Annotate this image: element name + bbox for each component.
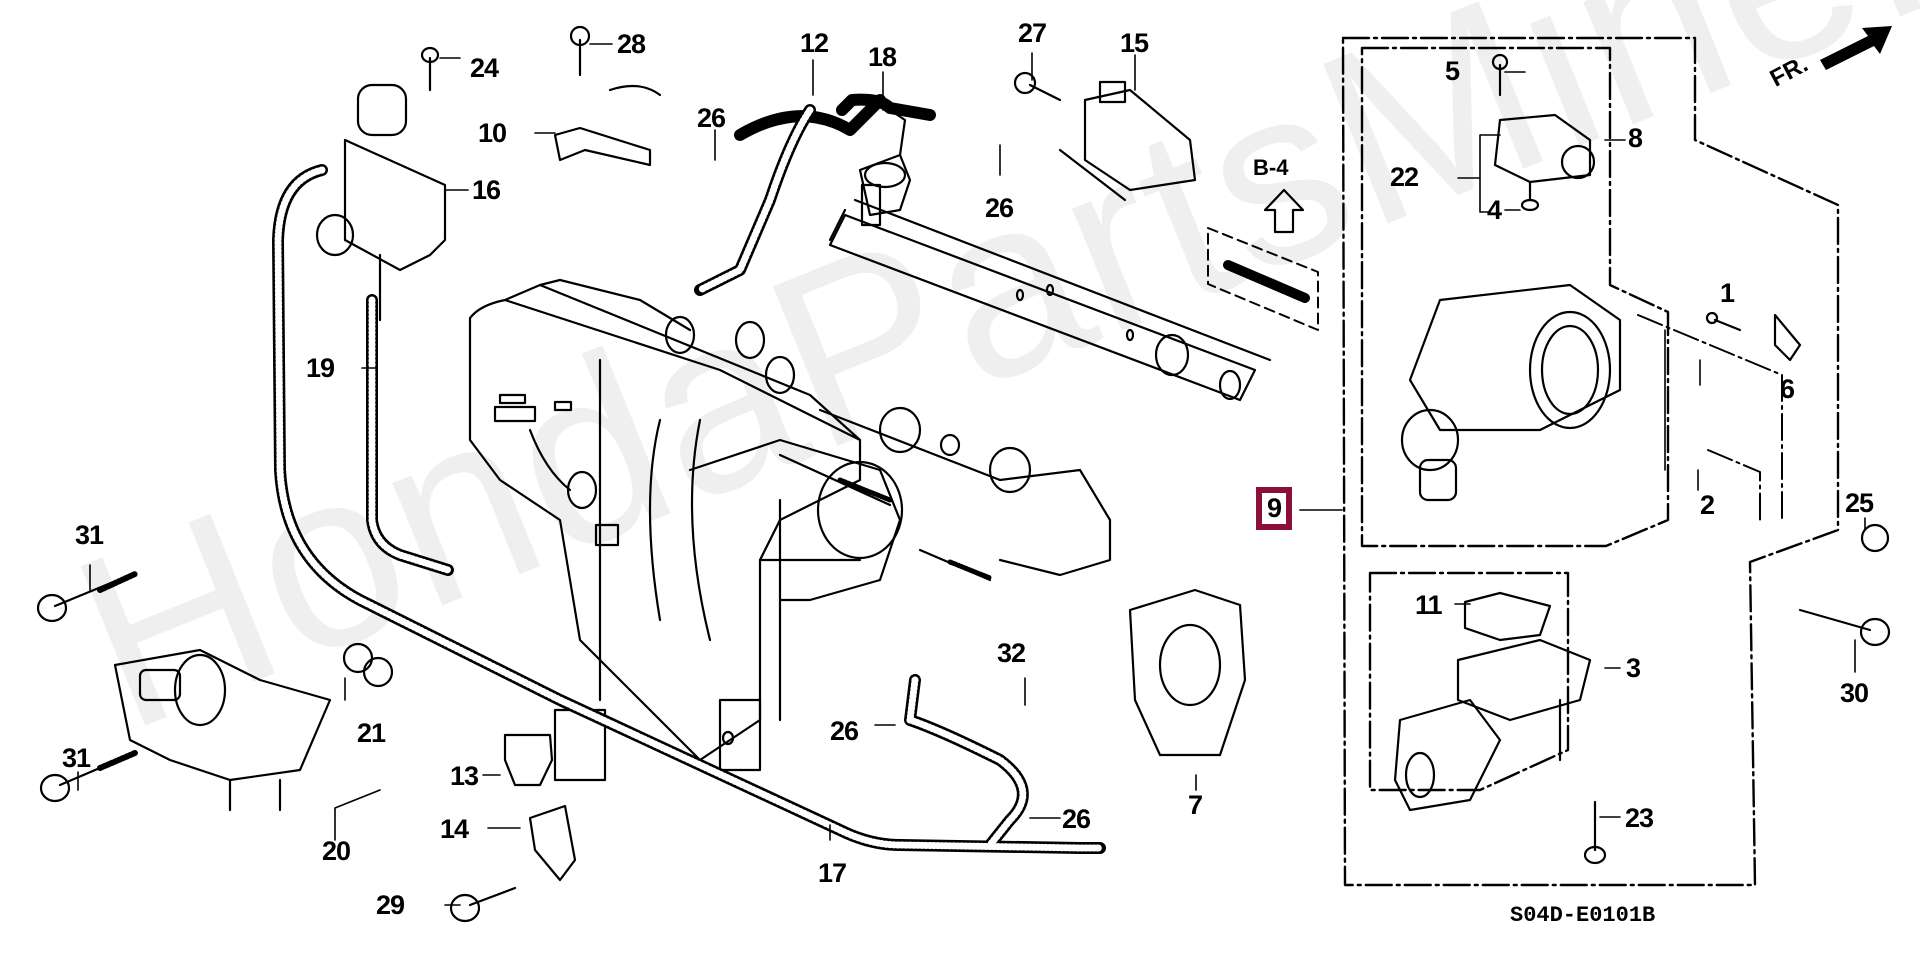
hose-drawings [272,93,1106,854]
eacv-drawing [113,648,332,812]
fuel-rail-drawing [828,198,1272,402]
bolt-drawings [36,25,1891,923]
iacv-drawing [1393,638,1592,812]
callout-8[interactable]: 8 [1628,123,1643,153]
callout-24[interactable]: 24 [470,53,499,83]
callout-32[interactable]: 32 [997,638,1026,668]
throttle-gasket-drawing [1128,588,1247,757]
bracket-drawing [553,84,662,167]
callout-25[interactable]: 25 [1845,488,1874,518]
group-box-throttle-assembly [1341,36,1840,887]
map-switch-drawing [1058,80,1197,202]
group-box-throttle-body [1360,46,1670,548]
gasket-drawing [1463,591,1552,642]
callout-26-top-mid[interactable]: 26 [985,193,1014,223]
callout-10[interactable]: 10 [478,118,507,148]
hose-inner [274,106,1104,852]
callout-6[interactable]: 6 [1780,374,1795,404]
diagram-code: S04D-E0101B [1510,903,1656,928]
callout-13[interactable]: 13 [450,761,479,791]
callout-19[interactable]: 19 [306,353,335,383]
sensor-drawing [1493,113,1596,212]
callout-31-lower[interactable]: 31 [62,743,91,773]
reference-label: B-4 [1253,155,1289,180]
callout-30[interactable]: 30 [1840,678,1869,708]
callout-14[interactable]: 14 [440,814,469,844]
callout-20[interactable]: 20 [322,836,351,866]
callout-11[interactable]: 11 [1415,590,1443,620]
callout-4[interactable]: 4 [1487,195,1502,225]
callout-7[interactable]: 7 [1188,790,1203,820]
callout-29[interactable]: 29 [376,890,405,920]
group-box-reference [1207,227,1319,331]
callout-5[interactable]: 5 [1445,56,1460,86]
callout-26-bottom-right[interactable]: 26 [1062,804,1091,834]
front-arrow-icon [1820,26,1892,70]
callout-23[interactable]: 23 [1625,803,1654,833]
callout-27[interactable]: 27 [1018,18,1047,48]
leader-lines [77,43,1866,906]
callout-26-top-left[interactable]: 26 [697,103,726,133]
callout-2[interactable]: 2 [1700,490,1715,520]
callout-1[interactable]: 1 [1720,278,1735,308]
callout-18[interactable]: 18 [868,42,897,72]
callout-17[interactable]: 17 [818,858,847,888]
callout-26-bottom-left[interactable]: 26 [830,716,859,746]
callout-15[interactable]: 15 [1120,28,1149,58]
group-box-iacv [1368,571,1570,792]
group-box-sensor-kit [1637,314,1783,521]
intake-manifold-drawing [468,278,1112,782]
callout-28[interactable]: 28 [617,29,646,59]
o-ring-drawing [342,642,394,688]
purge-solenoid-drawing [315,83,447,322]
callout-3[interactable]: 3 [1626,653,1641,683]
callout-21[interactable]: 21 [357,718,386,748]
throttle-body-drawing [1400,283,1622,502]
callout-16[interactable]: 16 [472,175,501,205]
callout-22[interactable]: 22 [1390,162,1419,192]
callout-31-upper[interactable]: 31 [75,520,104,550]
callout-12[interactable]: 12 [800,28,829,58]
clip-drawing [503,733,577,882]
reference-arrow-icon [1223,188,1310,303]
callout-9-selected[interactable]: 9 [1256,487,1293,530]
